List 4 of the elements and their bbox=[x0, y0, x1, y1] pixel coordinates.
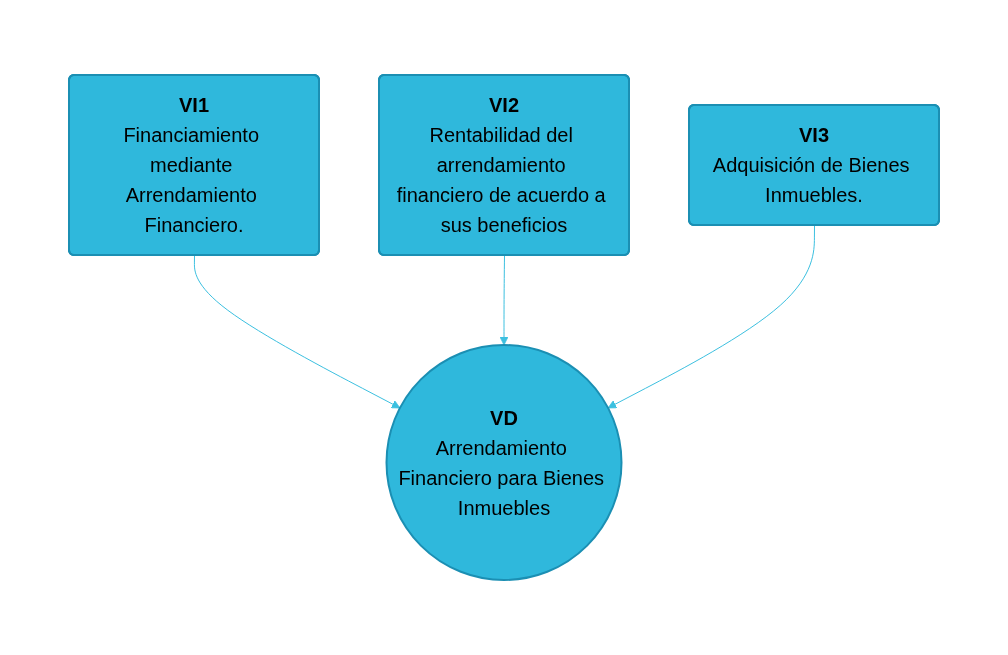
arrow bbox=[193, 255, 401, 409]
arrow bbox=[499, 255, 509, 346]
node-circle: VD Arrendamiento Financiero para Bienes Inmuebles bbox=[385, 344, 623, 581]
arrow bbox=[607, 225, 815, 409]
